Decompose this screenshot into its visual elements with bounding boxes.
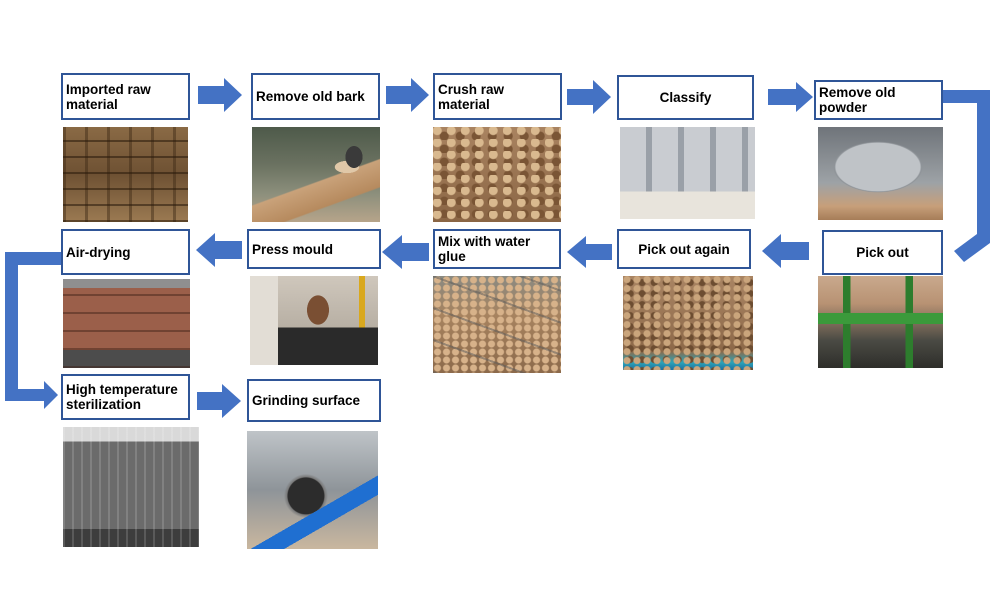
step-label: Pick out: [856, 245, 909, 260]
hand-picking-granules-photo: [623, 276, 753, 370]
powder-removal-machine-photo: [818, 127, 943, 220]
step-imported-raw-material: Imported raw material: [61, 73, 190, 120]
step-label: Pick out again: [638, 241, 730, 257]
step-label: Remove old powder: [819, 85, 896, 115]
pressing-mould-photo: [250, 276, 378, 365]
step-label: Air-drying: [66, 244, 131, 260]
step-classify: Classify: [617, 75, 754, 120]
step-air-drying: Air-drying: [61, 229, 190, 275]
step-label: Grinding surface: [252, 393, 361, 408]
arrow-left-icon: [382, 235, 429, 269]
step-label: High temperature sterilization: [66, 382, 178, 412]
step-label: Classify: [659, 90, 712, 105]
step-grinding-surface: Grinding surface: [247, 379, 381, 422]
step-label: Remove old bark: [256, 89, 365, 104]
arrow-left-icon: [567, 236, 612, 268]
sorting-machine-photo: [818, 276, 943, 368]
grinding-machine-photo: [247, 431, 378, 549]
air-drying-drum-photo: [63, 279, 190, 368]
arrow-right-icon: [198, 78, 242, 112]
arrow-right-icon: [386, 78, 429, 112]
step-label: Crush raw material: [438, 81, 505, 112]
step-high-temperature-sterilization: High temperature sterilization: [61, 374, 190, 420]
crushed-cork-granules-photo: [433, 127, 561, 222]
stacked-cork-bark-photo: [63, 127, 188, 222]
step-remove-old-powder: Remove old powder: [814, 80, 943, 120]
arrow-right-icon: [768, 82, 813, 112]
elbow-arrow-down-icon: [5, 252, 61, 409]
arrow-right-icon: [567, 80, 611, 114]
classifying-hoppers-photo: [620, 127, 755, 219]
step-remove-old-bark: Remove old bark: [251, 73, 380, 120]
arrow-left-icon: [196, 233, 242, 267]
step-press-mould: Press mould: [247, 229, 381, 269]
mixing-granules-with-glue-photo: [433, 276, 561, 373]
step-mix-with-water-glue: Mix with water glue: [433, 229, 561, 269]
sterilization-oven-photo: [63, 427, 199, 547]
step-label: Mix with water glue: [438, 234, 531, 264]
step-label: Imported raw material: [66, 81, 151, 112]
step-label: Press mould: [252, 241, 334, 257]
arrow-left-icon: [762, 234, 809, 268]
arrow-right-icon: [197, 384, 241, 418]
step-crush-raw-material: Crush raw material: [433, 73, 562, 120]
worker-removing-bark-photo: [252, 127, 380, 222]
step-pick-out: Pick out: [822, 230, 943, 275]
elbow-arrow-down-icon: [943, 90, 990, 262]
step-pick-out-again: Pick out again: [617, 229, 751, 269]
